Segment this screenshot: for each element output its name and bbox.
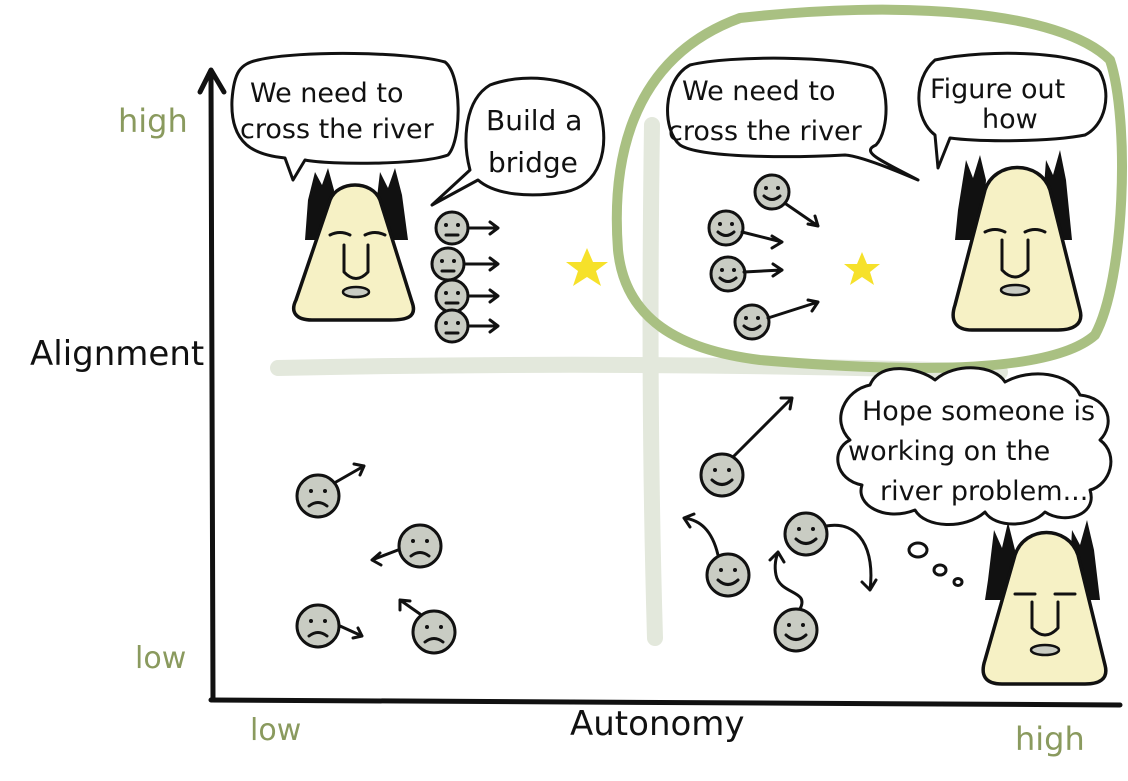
- axes: [197, 67, 1123, 708]
- leader-eye-left: [328, 231, 352, 237]
- bubble-text-build-2: bridge: [488, 146, 578, 179]
- team-face-3: [434, 278, 500, 314]
- thought-bubble-bottom-right: [836, 366, 1113, 526]
- team-face-2: [430, 246, 500, 282]
- thought-trail: [907, 541, 964, 587]
- quadrant-bottom-right: Hope someone is working on the river pro…: [682, 366, 1113, 686]
- team-face-4: [434, 308, 500, 344]
- leader-nose: [1000, 238, 1030, 279]
- team-face-1: [434, 210, 500, 246]
- leader-head: [981, 530, 1108, 686]
- leader-nose: [342, 243, 370, 280]
- team-aligned-directed: [430, 210, 500, 344]
- speech-bubble-leader-top-left: [230, 51, 460, 182]
- team-aligned-autonomous: [707, 173, 820, 341]
- team-face-3: [709, 255, 784, 293]
- happy-face-1: [699, 396, 794, 498]
- sad-face-4: [398, 598, 457, 655]
- y-axis-label: Alignment: [30, 334, 204, 374]
- x-axis-low-label: low: [250, 713, 301, 748]
- leader-mouth: [999, 283, 1031, 297]
- happy-face-4: [768, 550, 819, 653]
- vertical-divider: [642, 117, 663, 646]
- leader-head: [291, 183, 416, 322]
- bubble-text-top-right-leader-1: We need to: [682, 76, 835, 107]
- x-axis-high-label: high: [1015, 720, 1085, 758]
- team-face-2: [707, 209, 784, 250]
- leader-bottom-right: [981, 520, 1108, 686]
- leader-eye-right: [363, 231, 387, 237]
- thought-text-2: working on the: [848, 436, 1050, 467]
- team-face-4: [733, 298, 820, 341]
- highlight-ring: [611, 4, 1127, 373]
- y-axis-high-label: high: [118, 102, 188, 140]
- scattered-team: [682, 396, 878, 653]
- leader-head: [951, 165, 1083, 332]
- team-face-1: [753, 173, 820, 228]
- thought-text-3: river problem...: [880, 476, 1088, 507]
- leader-nose: [1030, 600, 1060, 637]
- sad-face-1: [295, 462, 366, 519]
- leader-mouth: [1029, 643, 1061, 657]
- bubble-text-figure-2: how: [982, 104, 1038, 135]
- sad-face-2: [370, 523, 443, 569]
- bubble-text-top-left-leader-1: We need to: [250, 78, 403, 109]
- leader-eye-right: [1023, 228, 1047, 234]
- leader-top-left: [291, 168, 416, 322]
- quadrant-top-right: We need to cross the river Figure out ho…: [666, 51, 1108, 341]
- bubble-text-build-1: Build a: [486, 104, 582, 137]
- happy-face-2: [682, 512, 751, 598]
- leader-eye-left: [983, 228, 1007, 234]
- bubble-text-top-left-leader-2: cross the river: [240, 114, 435, 145]
- leader-top-right: [951, 150, 1083, 332]
- speech-bubble-instruction-figure: [917, 51, 1108, 170]
- happy-face-3: [783, 511, 878, 592]
- quadrant-bottom-left: [295, 462, 457, 655]
- speech-bubble-instruction-build: [430, 76, 606, 207]
- y-axis-arrowhead: [197, 67, 227, 95]
- bubble-text-figure-1: Figure out: [930, 74, 1065, 105]
- thought-text-1: Hope someone is: [862, 396, 1095, 427]
- bubble-text-top-right-leader-2: cross the river: [668, 116, 863, 147]
- sad-face-3: [295, 603, 364, 649]
- speech-bubble-leader-top-right: [666, 56, 920, 182]
- x-axis: [208, 697, 1123, 708]
- x-axis-label: Autonomy: [570, 704, 745, 744]
- quadrant-top-left: We need to cross the river Build a bridg…: [230, 51, 608, 344]
- y-axis-low-label: low: [135, 641, 186, 676]
- target-star-top-right: [844, 252, 880, 285]
- target-star-top-left: [566, 248, 608, 286]
- leader-mouth: [341, 285, 371, 299]
- y-axis: [208, 72, 216, 703]
